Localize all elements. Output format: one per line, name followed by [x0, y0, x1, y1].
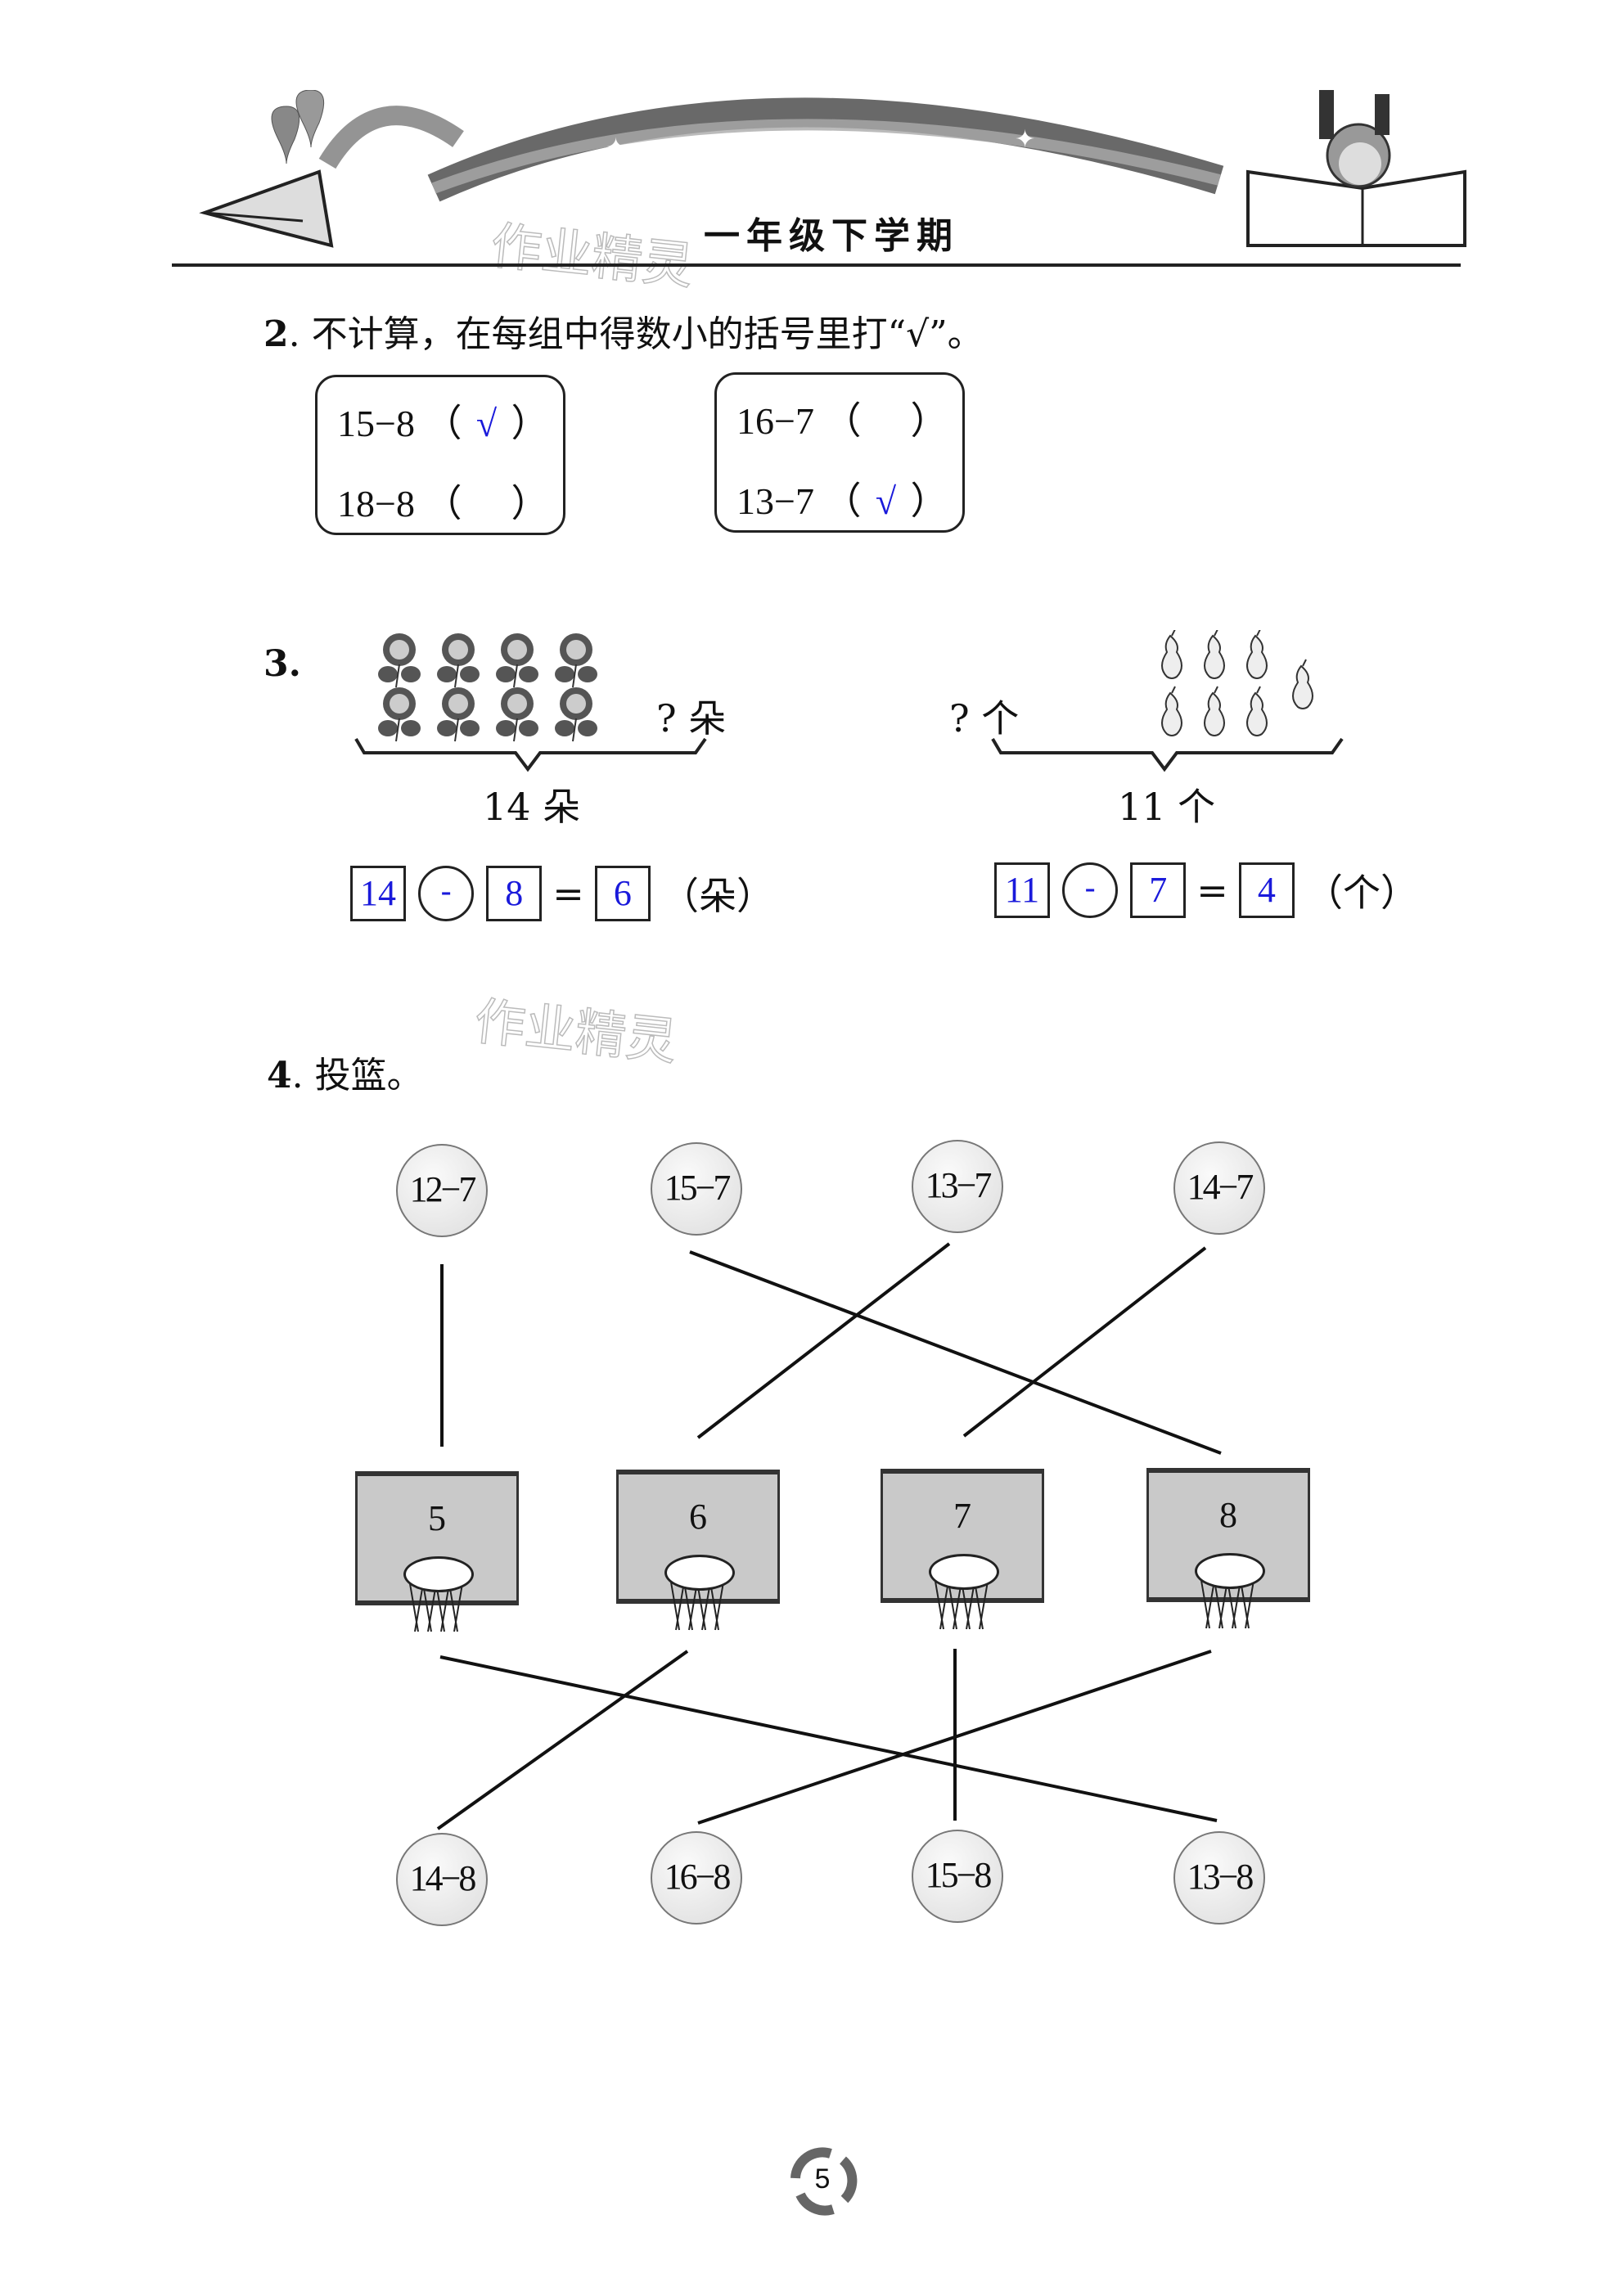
q2-row: 15−8 （√） [337, 403, 549, 444]
basketball-top[interactable]: 15−7 [651, 1142, 742, 1236]
q2-group-1: 15−8 （√） 18−8 （） [315, 375, 565, 535]
operator-circle[interactable]: - [418, 866, 475, 921]
hoop-number: 6 [689, 1497, 707, 1537]
girl-reading-book-icon [1246, 90, 1466, 247]
rim-icon [929, 1554, 999, 1590]
paper-plane-icon [199, 169, 334, 248]
q2-row: 13−7 （√） [736, 480, 948, 522]
q2-row: 18−8 （） [337, 483, 549, 524]
operand-box[interactable]: 8 [486, 866, 543, 921]
q3-left-total: 14 朵 [483, 785, 581, 829]
hoop-board[interactable]: 6 [616, 1470, 780, 1631]
pear-icon [1161, 630, 1182, 679]
flower-icon [437, 687, 480, 742]
q3-right-total: 11 个 [1118, 785, 1216, 829]
equals-sign: = [552, 871, 584, 916]
pear-icon [1204, 630, 1225, 679]
flower-icon [555, 687, 597, 742]
pears-illustration [1161, 630, 1313, 736]
header-decoration: ✦ ✦ [199, 90, 1466, 248]
hoop-number: 8 [1219, 1495, 1237, 1535]
operand-box[interactable]: 14 [350, 866, 406, 921]
q3-left-unknown: ? 朵 [656, 696, 727, 741]
result-box[interactable]: 4 [1238, 862, 1295, 918]
flower-icon [555, 633, 597, 688]
pear-icon [1204, 686, 1225, 736]
pear-icon [1161, 686, 1182, 736]
page-number: 5 [814, 2163, 831, 2195]
flower-icon [496, 633, 538, 688]
net-icon [408, 1573, 465, 1632]
unit-label: （个） [1305, 871, 1419, 915]
q3-right-unknown: ? 个 [949, 696, 1020, 741]
hoop-board[interactable]: 7 [881, 1469, 1044, 1630]
basketball-top[interactable]: 13−7 [912, 1140, 1003, 1233]
rim-icon [664, 1555, 735, 1591]
basketball-top[interactable]: 14−7 [1173, 1141, 1265, 1235]
match-line [962, 1246, 1207, 1438]
basketball-bottom[interactable]: 13−8 [1173, 1831, 1265, 1925]
match-line [696, 1242, 951, 1439]
q2-row: 16−7 （） [736, 400, 948, 442]
operand-box[interactable]: 11 [994, 862, 1050, 918]
equals-sign: = [1196, 868, 1228, 912]
header-divider [172, 263, 1461, 267]
check-answer[interactable]: √ [875, 480, 897, 522]
net-icon [1199, 1570, 1256, 1629]
pear-icon [1246, 686, 1268, 736]
hoop-number: 7 [953, 1496, 971, 1536]
match-line [697, 1650, 1212, 1825]
result-box[interactable]: 6 [594, 866, 651, 921]
basketball-bottom[interactable]: 14−8 [396, 1833, 488, 1926]
flower-icon [378, 687, 421, 742]
page-number-badge: 5 [786, 2145, 859, 2219]
expression: 16−7 [736, 400, 814, 442]
basketball-bottom[interactable]: 15−8 [912, 1830, 1003, 1923]
check-answer[interactable]: √ [475, 403, 498, 444]
q4-prompt: . 投篮。 [291, 1055, 423, 1096]
header-title: 一年级下学期 [704, 215, 959, 257]
sparkle-icon: ✦ [1015, 125, 1035, 154]
brace-icon [354, 737, 707, 772]
flower-icon [437, 633, 480, 688]
pear-icon [1292, 659, 1313, 709]
basketball-top[interactable]: 12−7 [396, 1144, 488, 1237]
net-icon [669, 1572, 726, 1631]
pear-icon [1246, 630, 1268, 679]
hoop-board[interactable]: 8 [1146, 1468, 1310, 1629]
rim-icon [403, 1556, 474, 1592]
net-icon [933, 1571, 990, 1630]
q4-number: 4 [267, 1055, 292, 1096]
q3-number: 3. [263, 643, 301, 685]
circular-arrows-icon [790, 2147, 858, 2216]
rainbow-icon [427, 97, 1224, 202]
q2-group-2: 16−7 （） 13−7 （√） [714, 372, 965, 533]
match-line [439, 1655, 1218, 1822]
hoop-number: 5 [428, 1498, 446, 1538]
unit-label: （朵） [661, 874, 775, 918]
brace-icon [991, 737, 1344, 772]
match-line [689, 1250, 1222, 1455]
match-line [436, 1650, 689, 1830]
operator-circle[interactable]: - [1062, 862, 1119, 918]
q2-number: 2 [263, 313, 289, 355]
expression: 15−8 [337, 403, 415, 444]
operand-box[interactable]: 7 [1130, 862, 1187, 918]
sparkle-icon: ✦ [606, 133, 626, 162]
q3-left-equation: 14 - 8 = 6 （朵） [350, 866, 781, 921]
rainbow-small-icon [318, 106, 464, 169]
q2-prompt: . 不计算，在每组中得数小的括号里打“√”。 [288, 313, 984, 355]
expression: 18−8 [337, 483, 415, 524]
flower-icon [378, 633, 421, 688]
expression: 13−7 [736, 480, 814, 522]
q2-title: 2. 不计算，在每组中得数小的括号里打“√”。 [263, 304, 984, 357]
flowers-illustration [378, 633, 597, 742]
basketball-bottom[interactable]: 16−8 [651, 1831, 742, 1925]
heart-balloons-icon [271, 90, 325, 164]
rim-icon [1195, 1553, 1265, 1589]
q4-title: 4. 投篮。 [267, 1046, 423, 1098]
q3-right-equation: 11 - 7 = 4 （个） [994, 862, 1425, 918]
hoop-board[interactable]: 5 [355, 1471, 519, 1632]
flower-icon [496, 687, 538, 742]
